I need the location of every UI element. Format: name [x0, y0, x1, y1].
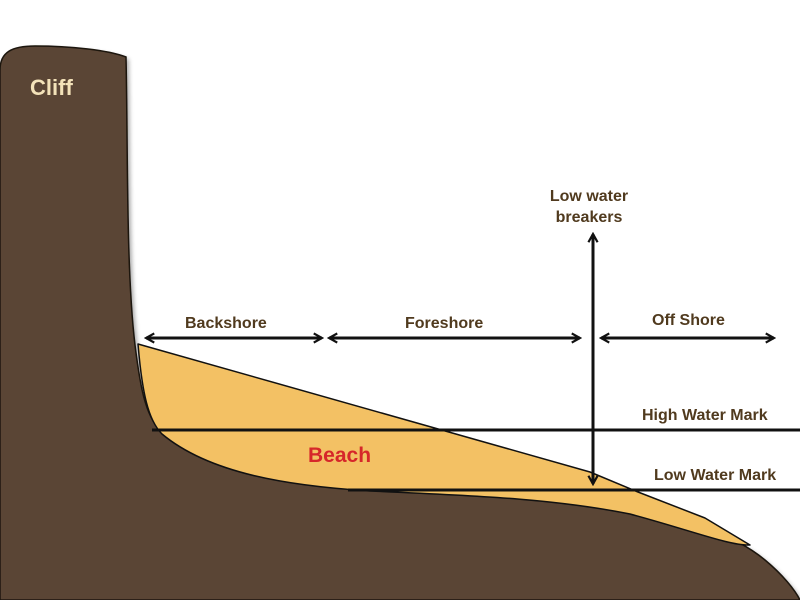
backshore-label: Backshore [185, 315, 267, 332]
high-water-mark-label: High Water Mark [642, 407, 768, 424]
low-water-breakers-label: Low water breakers [530, 186, 648, 228]
beach-sand-shape [137, 343, 751, 546]
foreshore-label: Foreshore [405, 315, 484, 332]
breakers-label-line2: breakers [555, 209, 623, 226]
low-water-mark-label: Low Water Mark [654, 467, 777, 484]
offshore-label: Off Shore [652, 312, 725, 329]
breakers-label-line1: Low water [549, 188, 629, 205]
beach-label: Beach [308, 444, 372, 467]
cliff-label: Cliff [30, 75, 73, 100]
